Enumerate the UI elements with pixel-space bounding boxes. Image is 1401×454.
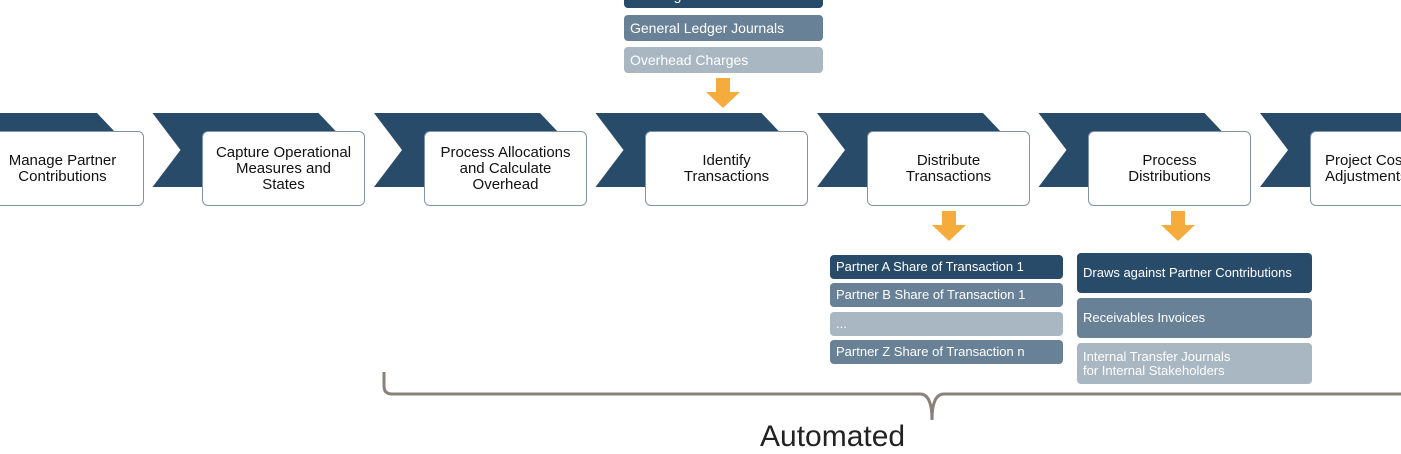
stage-identify-transactions: Identify Transactions xyxy=(645,131,808,206)
output-receivables-invoices: Receivables Invoices xyxy=(1077,298,1312,338)
output-ellipsis: ... xyxy=(830,312,1063,336)
output-partner-b: Partner B Share of Transaction 1 xyxy=(830,283,1063,307)
output-internal-transfer-journals: Internal Transfer Journals for Internal … xyxy=(1077,343,1312,384)
stage-manage-partner-contributions: Manage Partner Contributions xyxy=(0,131,144,206)
output-partner-a: Partner A Share of Transaction 1 xyxy=(830,255,1063,279)
stage-process-distributions: Process Distributions xyxy=(1088,131,1251,206)
stage-capture-operational-measures: Capture Operational Measures and States xyxy=(202,131,365,206)
bracket xyxy=(382,372,1401,421)
stage-process-allocations: Process Allocations and Calculate Overhe… xyxy=(424,131,587,206)
bracket-label: Automated xyxy=(760,420,906,453)
input-overhead-charges: Overhead Charges xyxy=(624,47,823,73)
output-partner-z: Partner Z Share of Transaction n xyxy=(830,340,1063,364)
input-general-ledger-journals: General Ledger Journals xyxy=(624,15,823,41)
input-subledger-journals: Subledger Journals xyxy=(624,0,823,8)
output-draws: Draws against Partner Contributions xyxy=(1077,253,1312,293)
stage-distribute-transactions: Distribute Transactions xyxy=(867,131,1030,206)
stage-project-cost-adjustments: Project Cost Adjustments xyxy=(1310,131,1401,206)
